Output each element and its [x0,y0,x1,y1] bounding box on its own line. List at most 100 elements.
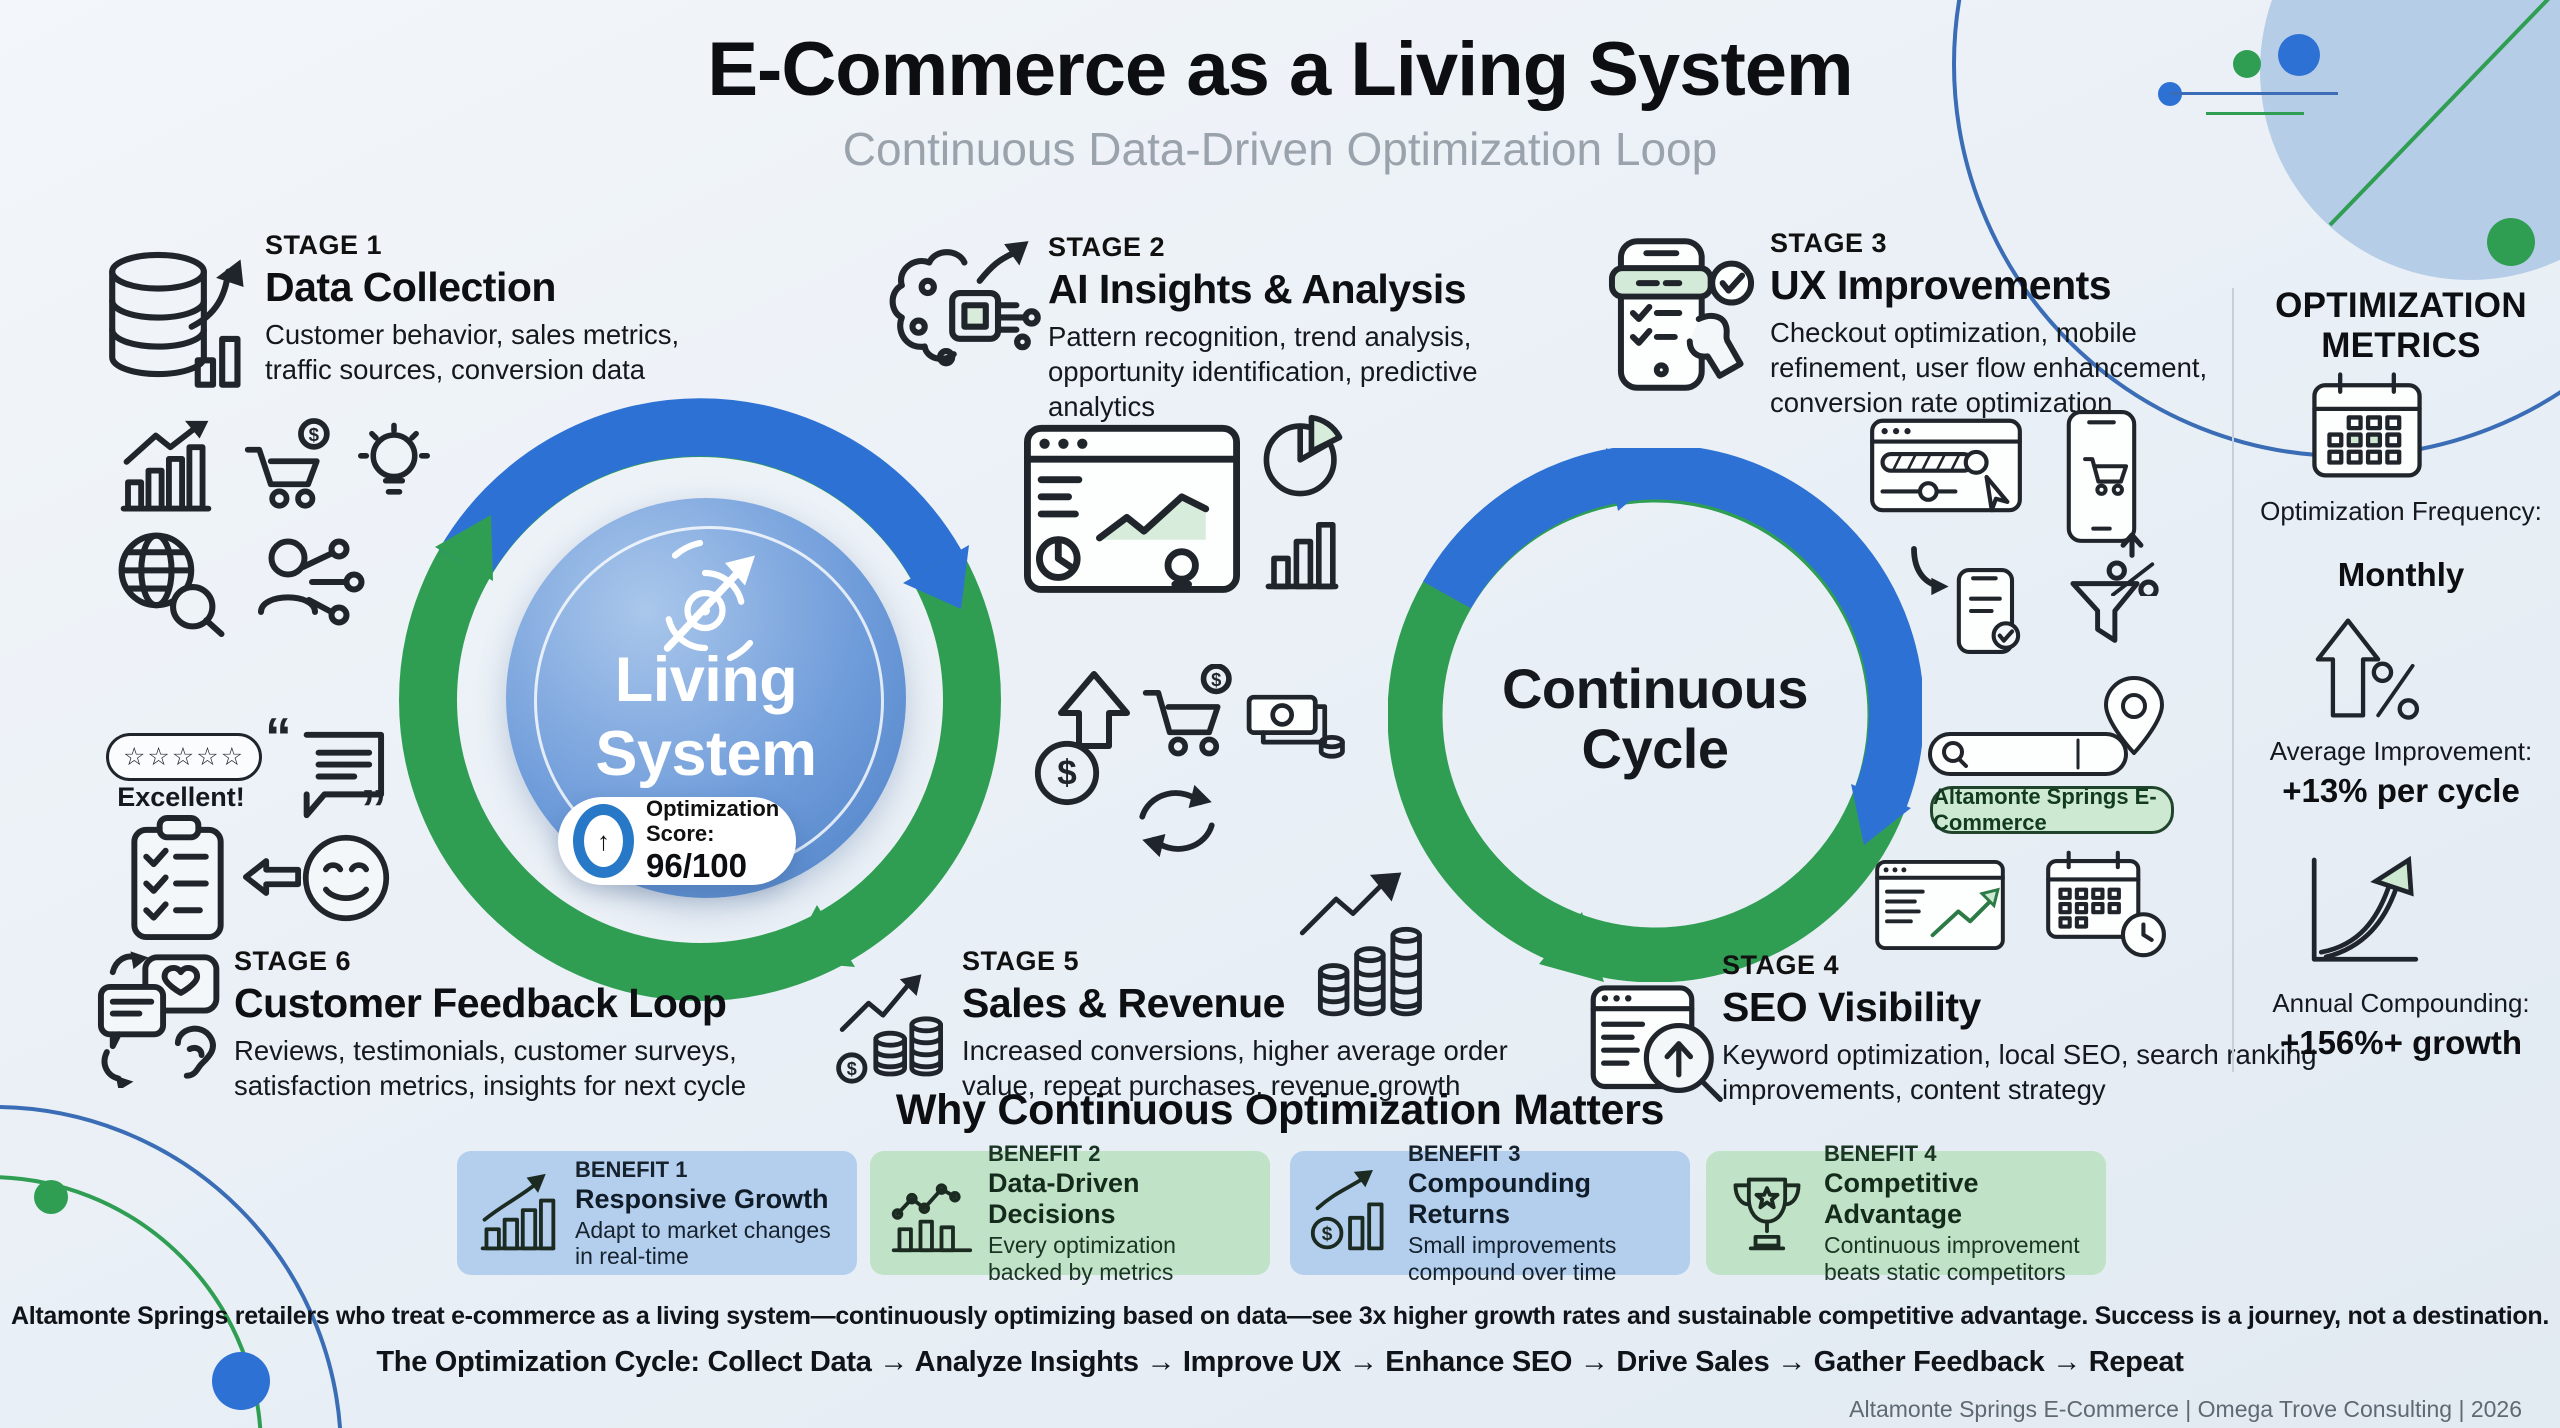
benefit-1-desc: Adapt to market changes in real-time [575,1216,831,1269]
stage-3: STAGE 3 UX Improvements Checkout optimiz… [1770,228,2270,421]
svg-text:”: ” [360,779,387,834]
up-arrow-glyph: ↑ [597,825,610,856]
benefit-card-1: BENEFIT 1 Responsive Growth Adapt to mar… [457,1151,857,1275]
living-system-line2: System [595,719,817,789]
hook-arrow-icon [1905,546,1949,598]
search-bar-pin-icon [1925,672,2177,784]
arrow-up-percent-icon [2302,612,2422,724]
page-subtitle: Continuous Data-Driven Optimization Loop [842,123,1718,175]
calendar-icon [2308,370,2426,482]
stage-1-label: STAGE 1 [265,230,383,260]
optimization-score-badge: ↑ Optimization Score: 96/100 [558,795,796,885]
stage-6-title: Customer Feedback Loop [234,980,727,1026]
sales-coins-icon: $ [835,962,967,1090]
svg-text:“: “ [265,716,292,768]
stage-1-title: Data Collection [265,264,556,310]
percent-up-icon [2100,530,2164,596]
cycle-steps: Collect Data → Analyze Insights → Improv… [707,1346,2184,1378]
stage-2: STAGE 2 AI Insights & Analysis Pattern r… [1048,232,1528,425]
page-title: E-Commerce as a Living System [707,27,1853,112]
stage-3-title: UX Improvements [1770,262,2112,308]
benefit-1-title: Responsive Growth [575,1183,829,1214]
locality-pill-text: Altamonte Springs E-Commerce [1933,784,2157,835]
growth-curve-icon [2300,850,2430,974]
shopping-cart-dollar-icon: $ [242,418,334,513]
growth-coins-icon [1295,870,1440,1020]
metric-frequency-label: Optimization Frequency: [2260,496,2542,526]
arrow-up-block-icon [1052,668,1136,752]
benefit-3-label: BENEFIT 3 [1408,1141,1521,1167]
globe-search-icon [108,525,226,637]
score-donut-icon: ↑ [573,804,634,878]
dollar-circle-icon: $ [1032,738,1102,808]
metric-compounding-value: +156%+ growth [2279,1024,2523,1061]
summary-text: Altamonte Springs retailers who treat e-… [10,1302,2549,1330]
continuous-cycle-line2: Cycle [1581,717,1729,780]
decor-dot-blue-bl [212,1352,270,1410]
browser-search-icon [1585,975,1735,1115]
review-caption: Excellent! [117,782,245,812]
svg-text:$: $ [1211,669,1221,690]
stage-4: STAGE 4 SEO Visibility Keyword optimizat… [1722,950,2342,1107]
benefits-heading: Why Continuous Optimization Matters [895,1086,1665,1134]
arrow-left-icon [243,856,301,898]
decor-dot-green-sm [2233,50,2261,78]
left-cycle-ring [399,398,1001,1001]
benefit-4-title: Competitive Advantage [1824,1168,1979,1230]
stage-2-desc: Pattern recognition, trend analysis, opp… [1048,321,1478,423]
smiley-face-icon [300,832,392,924]
cycle-prefix: The Optimization Cycle: [376,1346,700,1378]
stage-3-desc: Checkout optimization, mobile refinement… [1770,317,2208,419]
svg-text:$: $ [309,424,320,445]
bar-growth-icon [475,1170,561,1256]
continuous-cycle-line1: Continuous [1501,657,1809,720]
benefit-card-3: $ BENEFIT 3 Compounding Returns Small im… [1290,1141,1690,1285]
stage-5-desc: Increased conversions, higher average or… [962,1035,1508,1102]
decor-line-green [2206,112,2304,115]
stage-1: STAGE 1 Data Collection Customer behavio… [265,230,695,387]
trophy-icon [1724,1170,1810,1256]
phone-cart-icon [2058,408,2146,546]
browser-sliders-icon [1868,416,2024,516]
refresh-cycle-icon [1122,772,1232,870]
user-network-icon [246,528,366,636]
benefit-2-title: Data-Driven Decisions [988,1168,1140,1230]
ai-brain-chip-icon [885,238,1053,400]
calendar-clock-icon [2040,846,2168,960]
stage-5: STAGE 5 Sales & Revenue Increased conver… [962,946,1522,1103]
funnel-icon [2068,576,2142,648]
decor-dot-green-bl [34,1180,68,1214]
decor-dot-blue-lg [2278,34,2320,76]
browser-growth-icon [1872,858,2008,952]
stage-5-label: STAGE 5 [962,946,1080,976]
benefit-2-label: BENEFIT 2 [988,1141,1101,1167]
spiral-arrows-icon [630,528,780,678]
dollar-bars-icon: $ [1308,1170,1394,1256]
testimonial-quote-icon: “ ” [262,716,390,834]
feedback-chat-ear-icon [95,948,243,1088]
metrics-heading: OPTIMIZATION METRICS [2275,286,2527,366]
metrics-divider [2232,288,2234,1072]
analytics-dashboard-icon [1020,418,1244,598]
score-label: Optimization Score: [646,795,780,846]
survey-clipboard-icon [125,815,233,943]
benefit-card-2: BENEFIT 2 Data-Driven Decisions Every op… [870,1141,1270,1285]
benefit-4-label: BENEFIT 4 [1824,1141,1937,1167]
right-cycle-ring [1388,448,1922,982]
metric-compounding-label: Annual Compounding: [2272,988,2530,1018]
svg-text:$: $ [1322,1224,1333,1245]
living-system-line1: Living [614,645,798,715]
database-growth-icon [100,232,268,400]
phone-check-icon [1950,566,2028,656]
score-value: 96/100 [646,847,747,885]
stage-6: STAGE 6 Customer Feedback Loop Reviews, … [234,946,834,1103]
lightbulb-icon [358,418,430,513]
stage-2-title: AI Insights & Analysis [1048,266,1467,312]
benefit-1-label: BENEFIT 1 [575,1156,688,1182]
benefit-3-desc: Small improvements compound over time [1408,1232,1617,1285]
metric-frequency-value: Monthly [2337,556,2465,593]
metric-improvement-value: +13% per cycle [2282,772,2520,809]
stage-5-title: Sales & Revenue [962,980,1285,1026]
svg-text:$: $ [847,1059,857,1079]
